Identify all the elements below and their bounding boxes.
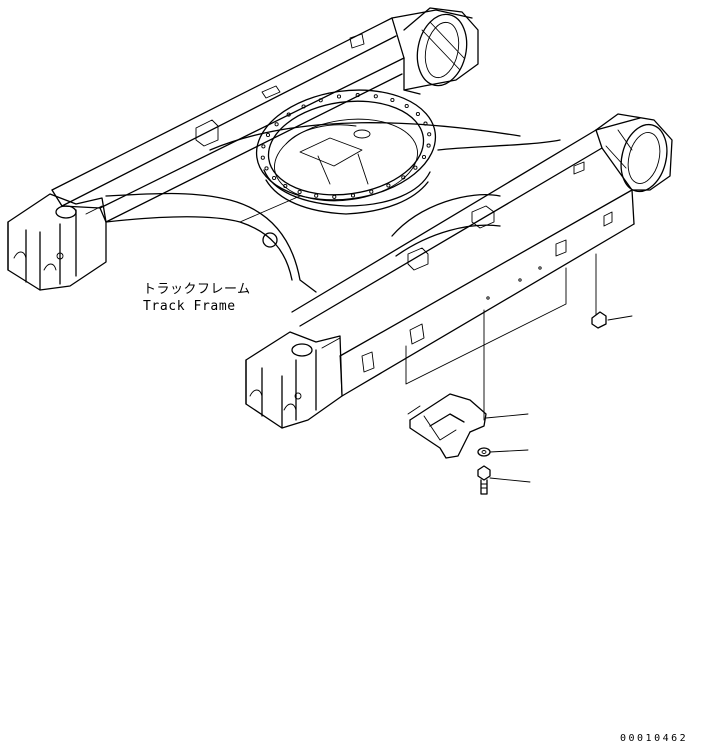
cross-member-right [391,139,561,271]
bolt-hole [261,144,266,149]
drawing-number: 00010462 [620,733,689,744]
right-side-beam [291,117,641,397]
bolt-hole-ring [260,93,432,199]
washer-part [477,447,529,457]
bolt-hole [421,154,427,160]
front-idler-yoke-right [245,331,343,429]
bolt-hole [386,183,391,188]
bolt-hole [373,94,378,99]
bolt-hole [283,183,288,189]
bolt-hole [260,155,265,160]
bolt-hole [264,166,269,171]
bolt-hole [297,189,302,195]
bolt-hole [413,165,418,170]
bolt-hole [286,112,291,117]
bolt-hole [272,175,277,181]
front-idler-yoke-left [7,193,107,291]
bolt-hole [350,193,356,198]
track-frame-title-en: Track Frame [143,299,236,314]
bolt-hole [301,104,306,109]
bolt-hole [404,103,409,109]
bolt-hole [423,121,428,126]
bolt-hole [274,122,279,127]
bolt-hole [427,132,432,137]
track-frame-title-jp: トラックフレーム [143,282,251,297]
bolt-hole [332,194,337,199]
bolt-hole [415,111,420,117]
bolt-hole [318,98,323,103]
mounting-callout [405,253,597,421]
bolt-part [477,465,531,495]
guard-bracket-part [407,393,529,459]
bolt-hole [336,94,342,99]
rear-idler-housing-left [403,7,479,91]
left-side-beam [51,9,473,223]
plug-part [591,311,633,329]
center-swing-circle [209,89,521,215]
bolt-hole [314,193,319,198]
bolt-hole [355,93,360,98]
bolt-hole [390,97,395,103]
bolt-hole [401,175,406,180]
rear-idler-housing-right [595,113,673,193]
bolt-hole [369,189,374,194]
bolt-hole [265,132,271,138]
bolt-hole [426,143,431,148]
cross-member-left [105,192,317,293]
